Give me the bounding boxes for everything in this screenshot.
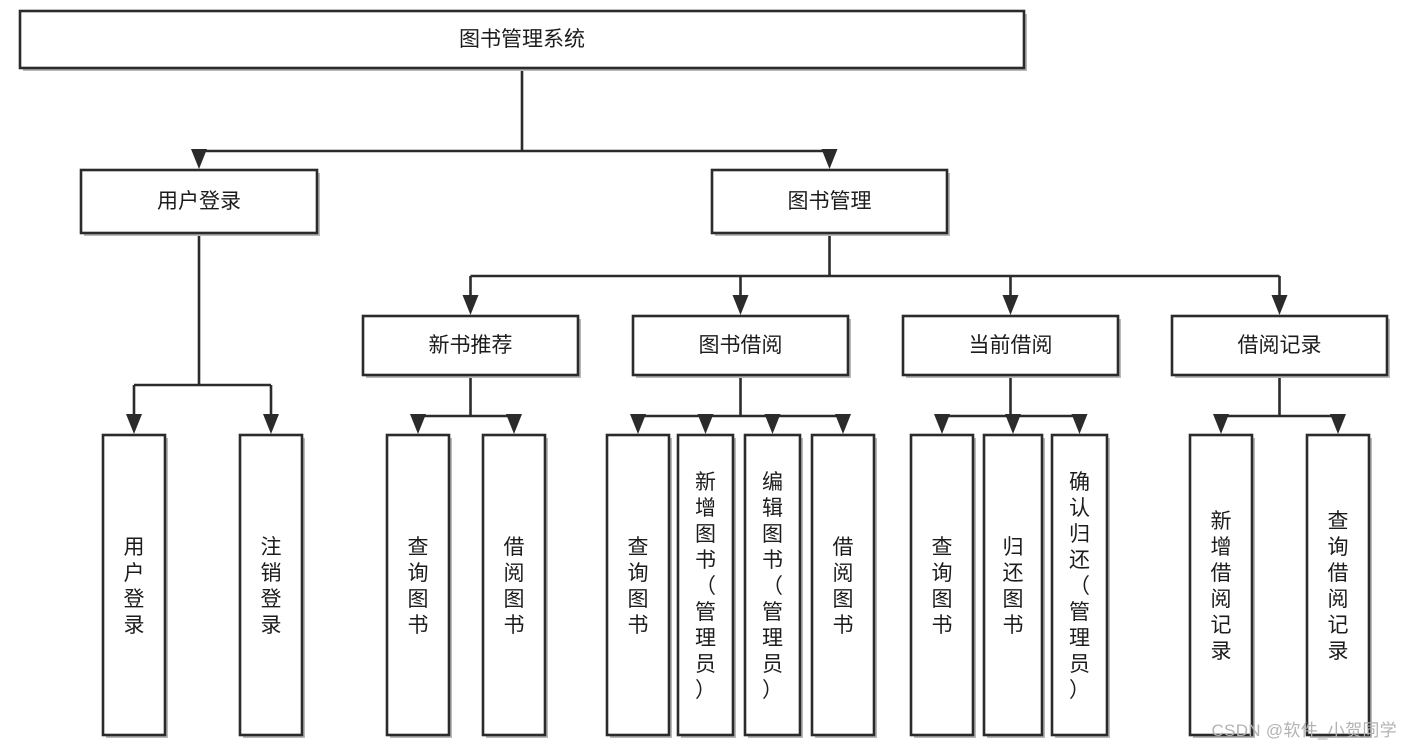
arrow-head-icon [1271, 295, 1288, 315]
node-leaf-user-login[interactable]: 用户登录 [101, 433, 168, 738]
node-label: 新书推荐 [429, 334, 513, 357]
node-label: 图书管理系统 [459, 28, 585, 51]
node-rect[interactable] [605, 433, 671, 737]
node-borrow-record[interactable]: 借阅记录 [1170, 314, 1390, 378]
node-leaf-query-book-cur[interactable]: 查询图书 [909, 433, 976, 738]
node-rect[interactable] [1305, 433, 1371, 737]
node-rect[interactable] [481, 433, 547, 737]
node-rect[interactable] [238, 433, 304, 737]
node-rect[interactable] [676, 433, 735, 737]
node-layer: 图书管理系统用户登录图书管理新书推荐图书借阅当前借阅借阅记录用户登录注销登录查询… [18, 9, 1390, 738]
node-label: 借阅记录 [1238, 334, 1322, 357]
arrow-head-icon [1071, 414, 1088, 434]
arrow-head-icon [835, 414, 851, 434]
node-label: 查询图书 [408, 536, 429, 637]
arrow-head-icon [1005, 414, 1021, 434]
node-rect[interactable] [361, 314, 580, 377]
arrow-head-icon [764, 414, 781, 434]
node-label: 图书借阅 [699, 334, 783, 357]
node-leaf-add-record[interactable]: 新增借阅记录 [1188, 433, 1255, 738]
node-book-manage[interactable]: 图书管理 [710, 168, 950, 236]
node-label: 归还图书 [1003, 536, 1024, 637]
node-leaf-return-book[interactable]: 归还图书 [982, 433, 1045, 738]
node-label: 查询借阅记录 [1328, 510, 1349, 663]
node-rect[interactable] [631, 314, 850, 377]
arrow-head-icon [410, 414, 426, 434]
node-rect[interactable] [743, 433, 802, 737]
node-label: 借阅图书 [833, 536, 854, 637]
node-leaf-add-book[interactable]: 新增图书（管理员） [676, 433, 736, 738]
node-rect[interactable] [101, 433, 167, 737]
node-label: 查询图书 [628, 536, 649, 637]
node-root[interactable]: 图书管理系统 [18, 9, 1027, 71]
arrow-head-icon [697, 414, 714, 434]
node-label: 用户登录 [157, 190, 241, 213]
node-label: 确认归还（管理员） [1069, 471, 1090, 702]
arrow-head-icon [630, 414, 646, 434]
node-rect[interactable] [1050, 433, 1109, 737]
node-leaf-query-book-rec[interactable]: 查询图书 [385, 433, 452, 738]
arrow-head-icon [1002, 295, 1019, 315]
node-book-borrow[interactable]: 图书借阅 [631, 314, 851, 378]
node-rect[interactable] [1188, 433, 1254, 737]
node-label: 当前借阅 [969, 334, 1053, 357]
node-new-book-recommend[interactable]: 新书推荐 [361, 314, 581, 378]
arrow-head-icon [732, 295, 749, 315]
node-label: 查询图书 [932, 536, 953, 637]
node-rect[interactable] [18, 9, 1026, 70]
node-rect[interactable] [385, 433, 451, 737]
node-label: 用户登录 [124, 536, 145, 637]
node-rect[interactable] [79, 168, 319, 235]
arrow-head-icon [1213, 414, 1229, 434]
watermark-text: CSDN @软件_小贺同学 [1211, 721, 1397, 740]
node-rect[interactable] [982, 433, 1044, 737]
node-label: 新增借阅记录 [1211, 510, 1232, 663]
node-leaf-edit-book[interactable]: 编辑图书（管理员） [743, 433, 803, 738]
node-rect[interactable] [810, 433, 876, 737]
node-leaf-borrow-book-rec[interactable]: 借阅图书 [481, 433, 548, 738]
node-leaf-confirm-return[interactable]: 确认归还（管理员） [1050, 433, 1110, 738]
node-rect[interactable] [710, 168, 949, 235]
arrow-head-icon [263, 414, 279, 434]
connector-layer [126, 68, 1346, 434]
node-rect[interactable] [1170, 314, 1389, 377]
arrow-head-icon [126, 414, 142, 434]
node-user-login[interactable]: 用户登录 [79, 168, 320, 236]
node-label: 注销登录 [261, 536, 282, 637]
node-leaf-query-record[interactable]: 查询借阅记录 [1305, 433, 1372, 738]
arrow-head-icon [934, 414, 950, 434]
node-label: 借阅图书 [504, 536, 525, 637]
arrow-head-icon [191, 149, 207, 169]
node-rect[interactable] [901, 314, 1120, 377]
node-label: 新增图书（管理员） [695, 471, 716, 702]
node-label: 编辑图书（管理员） [762, 471, 783, 702]
node-current-borrow[interactable]: 当前借阅 [901, 314, 1121, 378]
arrow-head-icon [1330, 414, 1346, 434]
arrow-head-icon [506, 414, 522, 434]
node-label: 图书管理 [788, 190, 872, 213]
node-rect[interactable] [909, 433, 975, 737]
node-leaf-logout[interactable]: 注销登录 [238, 433, 305, 738]
node-leaf-borrow-book[interactable]: 借阅图书 [810, 433, 877, 738]
arrow-head-icon [462, 295, 479, 315]
node-leaf-query-book-borrow[interactable]: 查询图书 [605, 433, 672, 738]
arrow-head-icon [821, 149, 838, 169]
